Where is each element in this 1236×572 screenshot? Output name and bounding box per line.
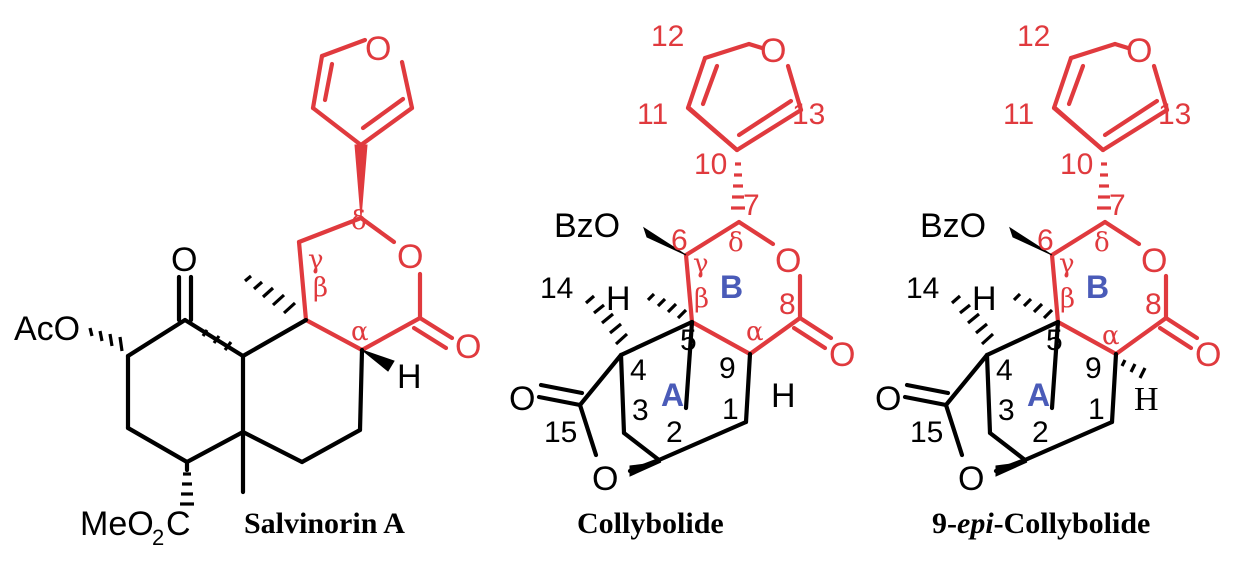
molecule-title: Collybolide bbox=[577, 507, 724, 540]
locant-14: 14 bbox=[540, 272, 573, 305]
locant-4: 4 bbox=[630, 354, 647, 387]
greek-beta: β bbox=[313, 273, 328, 303]
ring-label-b: B bbox=[1086, 269, 1109, 305]
greek-beta: β bbox=[694, 284, 709, 314]
locant-8: 8 bbox=[779, 288, 796, 321]
locant-15: 15 bbox=[544, 416, 577, 449]
ester-subscript: 2 bbox=[152, 525, 164, 550]
molecule-collybolide: O O O 12 11 13 10 7 6 8 δ γ β α B A BzO … bbox=[509, 20, 855, 540]
locant-12: 12 bbox=[651, 20, 684, 53]
hydrogen-9: H bbox=[771, 377, 796, 415]
locant-4: 4 bbox=[996, 354, 1013, 387]
locant-7: 7 bbox=[743, 189, 760, 222]
lactone-carbonyl-oxygen: O bbox=[1195, 336, 1221, 374]
locant-13: 13 bbox=[1158, 98, 1191, 131]
locant-3: 3 bbox=[998, 394, 1015, 427]
locant-6: 6 bbox=[1037, 224, 1054, 257]
carbonyl-oxygen: O bbox=[875, 380, 901, 418]
locant-10: 10 bbox=[1060, 148, 1093, 181]
locant-6: 6 bbox=[671, 224, 688, 257]
greek-alpha: α bbox=[1102, 321, 1120, 351]
locant-13: 13 bbox=[792, 98, 825, 131]
ring-label-a: A bbox=[661, 377, 684, 413]
molecule-title: Salvinorin A bbox=[244, 507, 405, 540]
furan-oxygen: O bbox=[760, 32, 786, 70]
molecule-9-epi-collybolide: O O O 12 11 13 10 7 6 8 δ γ β α B A BzO … bbox=[875, 20, 1221, 540]
furan-oxygen: O bbox=[365, 30, 391, 68]
locant-7: 7 bbox=[1109, 189, 1126, 222]
locant-12: 12 bbox=[1017, 20, 1050, 53]
hydrogen-9: H bbox=[1134, 381, 1159, 418]
title-italic: epi bbox=[957, 507, 994, 540]
benzoyloxy-label: BzO bbox=[920, 207, 986, 245]
locant-11: 11 bbox=[637, 98, 668, 131]
ring-oxygen: O bbox=[397, 238, 423, 276]
hydrogen-5: H bbox=[606, 280, 631, 318]
greek-alpha: α bbox=[351, 317, 369, 347]
locant-2: 2 bbox=[1032, 416, 1049, 449]
greek-delta: δ bbox=[728, 228, 744, 258]
locant-11: 11 bbox=[1003, 98, 1034, 131]
hydrogen-5: H bbox=[972, 280, 997, 318]
furan-oxygen: O bbox=[1126, 32, 1152, 70]
locant-9: 9 bbox=[1085, 352, 1102, 385]
ether-oxygen: O bbox=[958, 460, 984, 498]
carbonyl-oxygen: O bbox=[509, 380, 535, 418]
ring-oxygen: O bbox=[775, 242, 801, 280]
greek-delta: δ bbox=[1094, 228, 1110, 258]
lactone-carbonyl-oxygen: O bbox=[455, 328, 481, 366]
greek-gamma: γ bbox=[308, 245, 324, 275]
locant-2: 2 bbox=[666, 416, 683, 449]
ester-carbon: C bbox=[166, 505, 191, 543]
greek-beta: β bbox=[1060, 284, 1075, 314]
ester-label: MeO bbox=[80, 505, 154, 543]
greek-gamma: γ bbox=[1059, 249, 1075, 279]
title-prefix: 9- bbox=[932, 507, 957, 540]
greek-gamma: γ bbox=[693, 249, 709, 279]
locant-15: 15 bbox=[910, 416, 943, 449]
title-suffix: -Collybolide bbox=[994, 507, 1151, 540]
ring-oxygen: O bbox=[1141, 242, 1167, 280]
lactone-carbonyl-oxygen: O bbox=[829, 336, 855, 374]
acetoxy-label: AcO bbox=[14, 310, 80, 348]
benzoyloxy-label: BzO bbox=[554, 207, 620, 245]
locant-14: 14 bbox=[906, 272, 939, 305]
locant-10: 10 bbox=[694, 148, 727, 181]
ring-label-b: B bbox=[720, 269, 743, 305]
hydrogen-label: H bbox=[397, 358, 422, 396]
locant-5: 5 bbox=[1046, 324, 1063, 357]
greek-delta: δ bbox=[351, 206, 367, 236]
locant-3: 3 bbox=[632, 394, 649, 427]
ring-label-a: A bbox=[1027, 377, 1050, 413]
locant-1: 1 bbox=[1088, 393, 1105, 426]
locant-5: 5 bbox=[680, 324, 697, 357]
locant-1: 1 bbox=[722, 393, 739, 426]
ketone-oxygen: O bbox=[171, 241, 197, 279]
locant-9: 9 bbox=[719, 352, 736, 385]
molecule-salvinorin-a: O O O O AcO H MeO 2 C δ γ β α Salvinorin… bbox=[14, 30, 481, 550]
greek-alpha: α bbox=[746, 317, 764, 347]
locant-8: 8 bbox=[1145, 288, 1162, 321]
ether-oxygen: O bbox=[592, 460, 618, 498]
molecule-title: 9-epi-Collybolide bbox=[932, 507, 1150, 540]
